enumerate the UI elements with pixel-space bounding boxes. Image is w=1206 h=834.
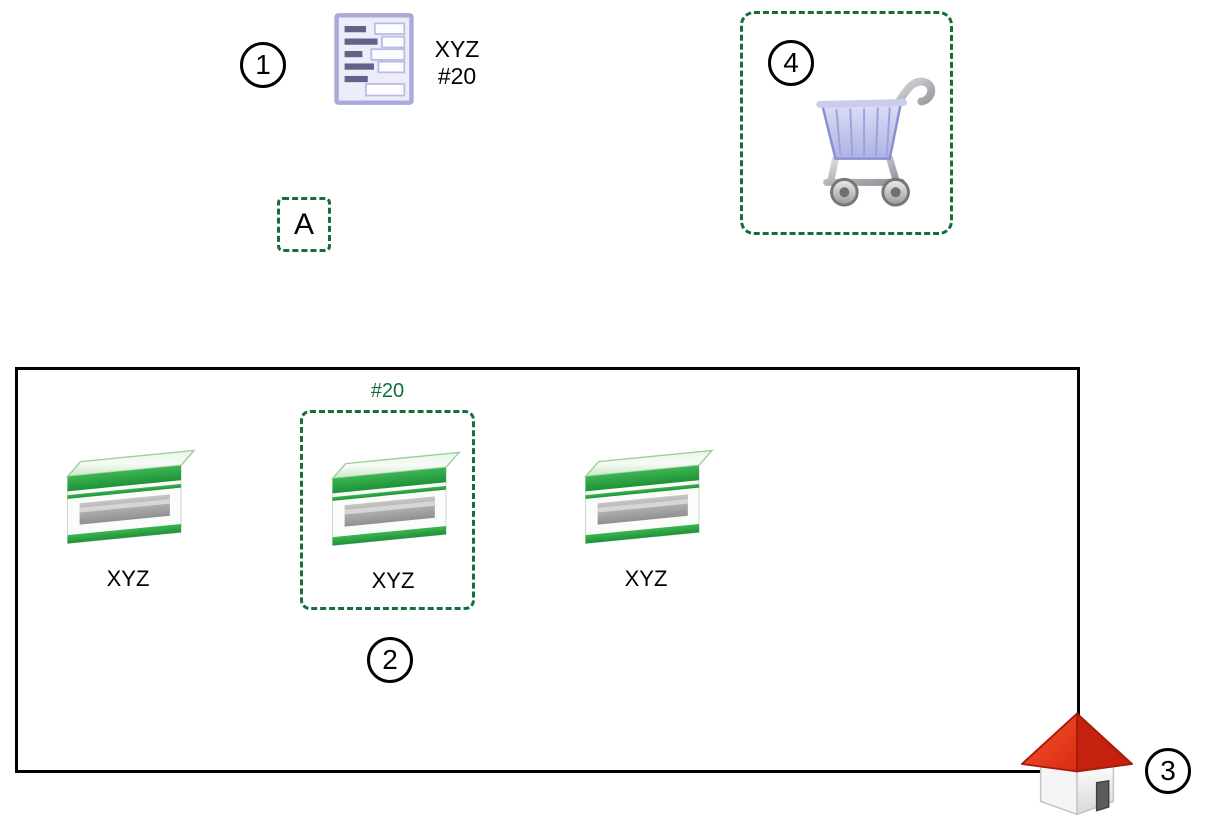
shelf-area xyxy=(15,367,1080,773)
shelf-item-label: XYZ xyxy=(371,568,415,593)
order-note-line2: #20 xyxy=(437,63,477,89)
shopping-cart-icon xyxy=(800,62,940,210)
selected-item-tag: #20 xyxy=(370,380,405,402)
zone-a-box: A xyxy=(277,197,331,252)
step-3-number: 3 xyxy=(1160,755,1176,786)
step-4-number: 4 xyxy=(783,47,799,78)
house-icon xyxy=(1015,708,1139,820)
step-2-number: 2 xyxy=(382,644,398,675)
order-note: XYZ #20 xyxy=(424,36,490,90)
shelf-item-label: XYZ xyxy=(624,566,668,591)
order-form-icon xyxy=(333,12,415,106)
order-note-line1: XYZ xyxy=(434,36,480,62)
shelf-item-label: XYZ xyxy=(106,566,150,591)
zone-a-label: A xyxy=(293,207,314,241)
step-1-number: 1 xyxy=(255,49,271,80)
cart-highlight-frame xyxy=(740,11,953,235)
step-2-marker: 2 xyxy=(367,637,413,683)
product-box-icon xyxy=(58,443,198,550)
product-box-icon xyxy=(323,445,463,552)
product-box-icon xyxy=(576,443,716,550)
selected-item-frame xyxy=(300,410,475,610)
step-4-marker: 4 xyxy=(768,40,814,86)
step-3-marker: 3 xyxy=(1145,748,1191,794)
step-1-marker: 1 xyxy=(240,42,286,88)
